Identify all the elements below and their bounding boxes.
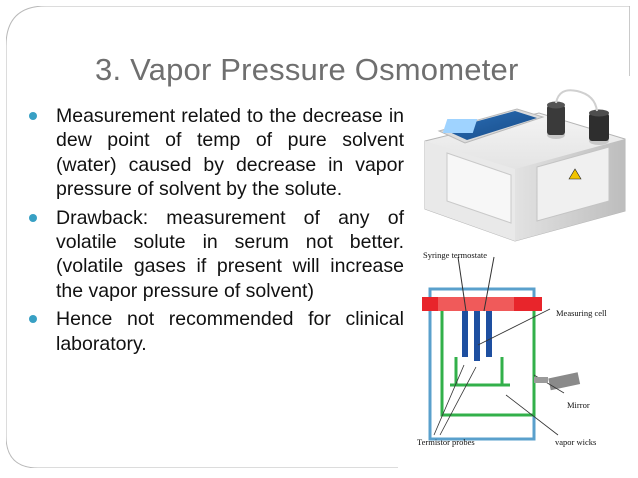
slide-frame-border [6,6,630,468]
bullet-text: Hence not recommended for clinical labor… [56,308,404,355]
label-syringe-termostate: Syringe termostate [423,250,487,260]
bullet-item: Drawback: measurement of any of volatile… [26,206,404,304]
slide-title: 3. Vapor Pressure Osmometer [95,52,519,87]
label-mirror: Mirror [567,400,590,410]
measuring-cell-diagram [422,256,581,441]
bullet-dot-icon [29,112,37,120]
bullet-dot-icon [29,315,37,324]
label-vapor-wicks: vapor wicks [555,437,597,447]
bullet-item: Measurement related to the decrease in d… [26,104,404,202]
label-measuring-cell: Measuring cell [556,308,607,318]
bullet-text: Drawback: measurement of any of volatile… [56,206,404,302]
slide-frame [6,6,630,468]
osmometer-device-image [424,89,626,242]
bullet-text: Measurement related to the decrease in d… [56,105,404,201]
label-termistor-probes: Termistor probes [417,437,475,447]
bullet-list: Measurement related to the decrease in d… [26,104,404,360]
bullet-dot-icon [29,213,37,222]
bullet-item: Hence not recommended for clinical labor… [26,307,404,356]
